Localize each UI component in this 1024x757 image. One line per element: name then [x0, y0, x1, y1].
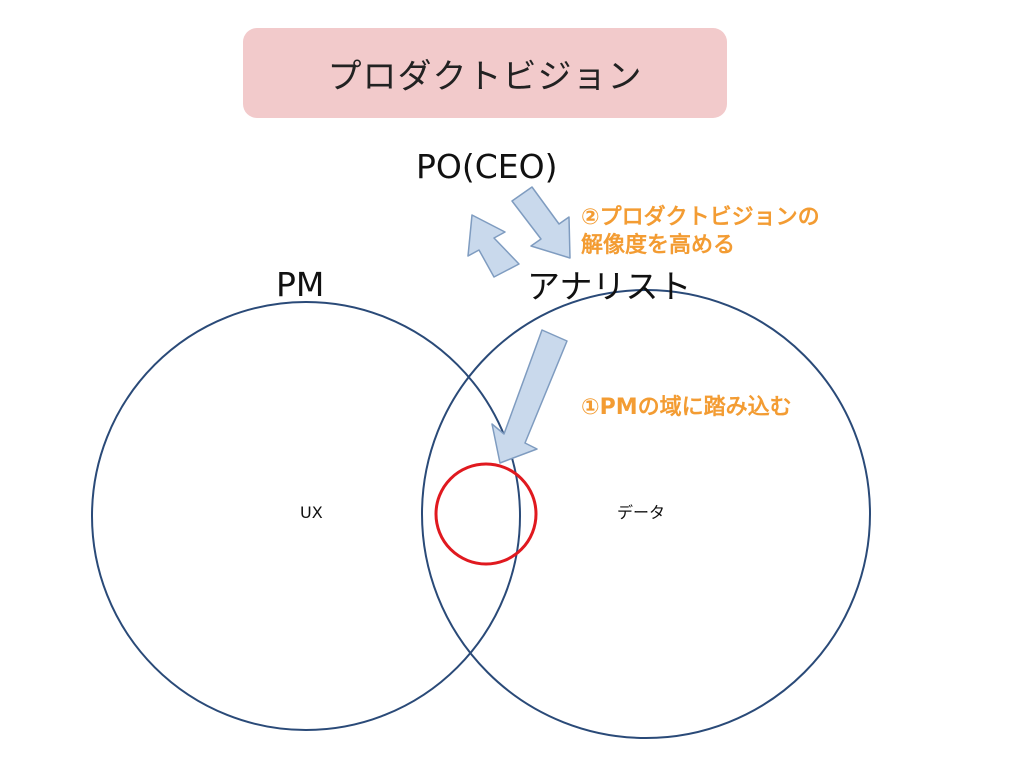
step2-note-line2: 解像度を高める — [581, 233, 736, 258]
arrow-down-to-analyst — [511, 186, 571, 259]
title-box: プロダクトビジョン — [243, 28, 727, 118]
arrow-up-to-po — [467, 214, 520, 278]
arrow-into-pm-domain — [491, 329, 568, 464]
analyst-circle — [421, 289, 871, 739]
diagram-title: プロダクトビジョン — [327, 56, 643, 97]
overlap-highlight-circle — [434, 462, 538, 566]
po-label: PO(CEO) — [416, 147, 558, 186]
step2-note: ②プロダクトビジョンの 解像度を高める — [581, 204, 820, 260]
step1-note: ①PMの域に踏み込む — [581, 395, 792, 420]
data-label: データ — [617, 503, 666, 522]
step2-note-line1: ②プロダクトビジョンの — [581, 205, 820, 230]
pm-label: PM — [276, 265, 325, 304]
pm-circle — [91, 301, 521, 731]
analyst-label: アナリスト — [527, 267, 692, 306]
ux-label: UX — [300, 503, 323, 522]
